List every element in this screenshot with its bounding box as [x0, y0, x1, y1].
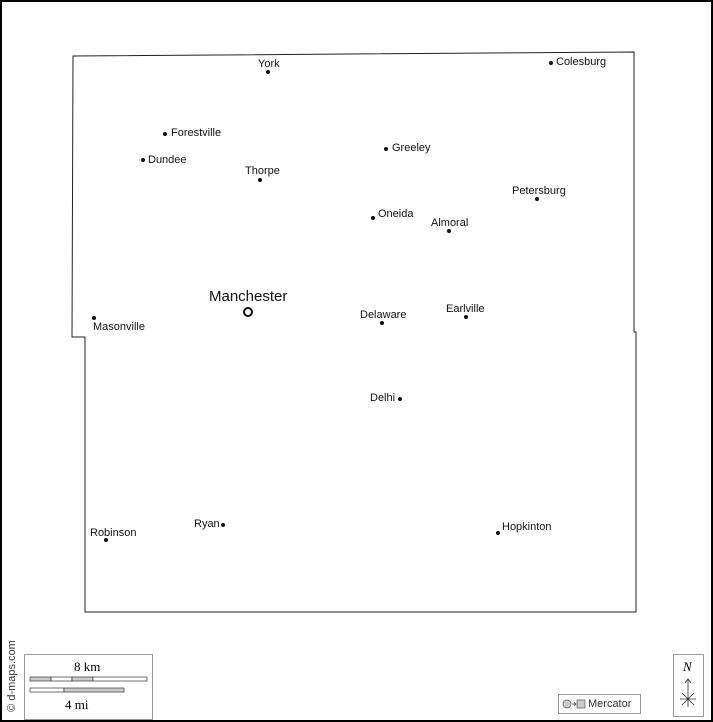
city-label: Dundee — [148, 154, 187, 166]
city-dot — [384, 147, 388, 151]
credit-text: © d-maps.com — [6, 640, 18, 712]
city-dot — [163, 132, 167, 136]
city-dot — [464, 315, 468, 319]
compass-icon — [680, 678, 696, 707]
scale-bar: 8 km 4 mi — [24, 654, 153, 720]
north-label: N — [683, 659, 692, 674]
projection-label: Mercator — [588, 698, 632, 710]
city-label: Delhi — [370, 392, 396, 404]
capital-marker-icon — [243, 307, 253, 317]
scale-bars — [29, 676, 148, 693]
city-dot — [371, 216, 375, 220]
city-dot — [549, 61, 553, 65]
scale-mi-label: 4 mi — [65, 697, 89, 712]
city-label: Almoral — [431, 217, 469, 229]
city-label: Oneida — [378, 208, 414, 220]
projection-box: Mercator — [558, 694, 641, 714]
city-label: Masonville — [93, 321, 145, 333]
city-dot — [535, 197, 539, 201]
city-dot — [380, 321, 384, 325]
city-dot — [221, 523, 225, 527]
city-label: Thorpe — [245, 165, 280, 177]
city-dot — [104, 538, 108, 542]
city-dot — [92, 316, 96, 320]
city-label: Forestville — [171, 127, 222, 139]
city-label: Hopkinton — [502, 521, 552, 533]
projection-icon — [562, 699, 586, 709]
city-dot — [258, 178, 262, 182]
city-label: Petersburg — [512, 185, 566, 197]
city-label: Colesburg — [556, 56, 607, 68]
north-arrow: N — [673, 654, 704, 717]
city-dot — [141, 158, 145, 162]
capital-label: Manchester — [209, 288, 288, 305]
city-dot — [398, 397, 402, 401]
city-label: Earlville — [446, 303, 485, 315]
scale-km-label: 8 km — [74, 659, 101, 674]
city-label: Ryan — [194, 518, 220, 530]
city-label: Greeley — [392, 142, 431, 154]
city-label: Delaware — [360, 309, 407, 321]
city-label: York — [258, 58, 280, 70]
city-dot — [447, 229, 451, 233]
city-label: Robinson — [90, 527, 137, 539]
city-dot — [266, 70, 270, 74]
city-dot — [496, 531, 500, 535]
